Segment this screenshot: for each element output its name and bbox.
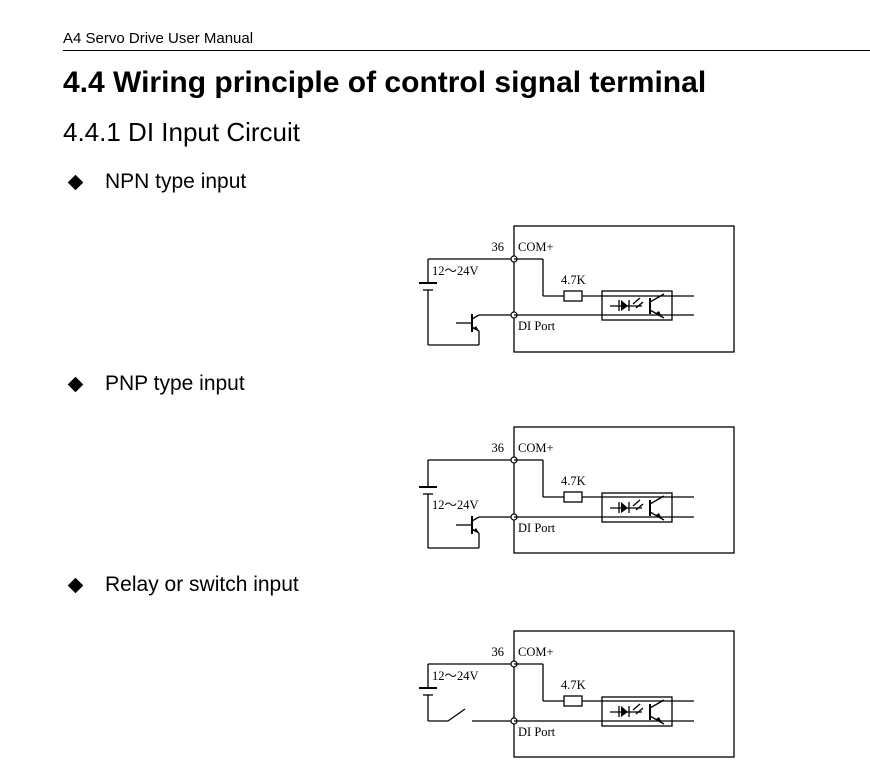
subsection-title: 4.4.1 DI Input Circuit [63,117,300,147]
pin-number-label: 36 [492,240,505,254]
bullet-pnp-label: PNP type input [105,372,245,395]
pin-number-label: 36 [492,441,505,455]
pnp-circuit-diagram: 36 COM+ 12～24V DI Port 4.7K [410,421,750,561]
supply-voltage-label: 12～24V [432,669,479,683]
running-header: A4 Servo Drive User Manual [63,30,254,47]
bullet-diamond-icon [67,577,84,593]
resistor-label: 4.7K [561,273,586,287]
drive-enclosure [513,225,735,353]
bullet-relay: Relay or switch input [66,571,299,599]
di-port-label: DI Port [518,521,556,535]
drive-enclosure [513,630,735,758]
resistor-icon [563,290,583,302]
section-title: 4.4 Wiring principle of control signal t… [63,66,707,99]
bullet-relay-label: Relay or switch input [105,573,299,596]
bullet-diamond-icon [67,376,84,392]
di-port-label: DI Port [518,725,556,739]
bullet-npn: NPN type input [66,168,246,196]
di-port-label: DI Port [518,319,556,333]
resistor-label: 4.7K [561,678,586,692]
supply-voltage-label: 12～24V [432,498,479,512]
optocoupler-icon [601,696,673,727]
bullet-pnp: PNP type input [66,370,245,398]
drive-enclosure [513,426,735,554]
com-label: COM+ [518,441,554,455]
bullet-diamond-icon [67,174,84,190]
resistor-label: 4.7K [561,474,586,488]
resistor-icon [563,491,583,503]
resistor-icon [563,695,583,707]
optocoupler-icon [601,290,673,321]
com-label: COM+ [518,240,554,254]
switch-icon [447,708,466,722]
bullet-npn-label: NPN type input [105,170,247,193]
header-rule [63,50,870,51]
supply-voltage-label: 12～24V [432,264,479,278]
optocoupler-icon [601,492,673,523]
pin-number-label: 36 [492,645,505,659]
com-label: COM+ [518,645,554,659]
npn-circuit-diagram: 36 COM+ 12～24V DI Port 4.7K [410,220,750,360]
relay-circuit-diagram: 36 COM+ 12～24V DI Port 4.7K [410,625,750,765]
